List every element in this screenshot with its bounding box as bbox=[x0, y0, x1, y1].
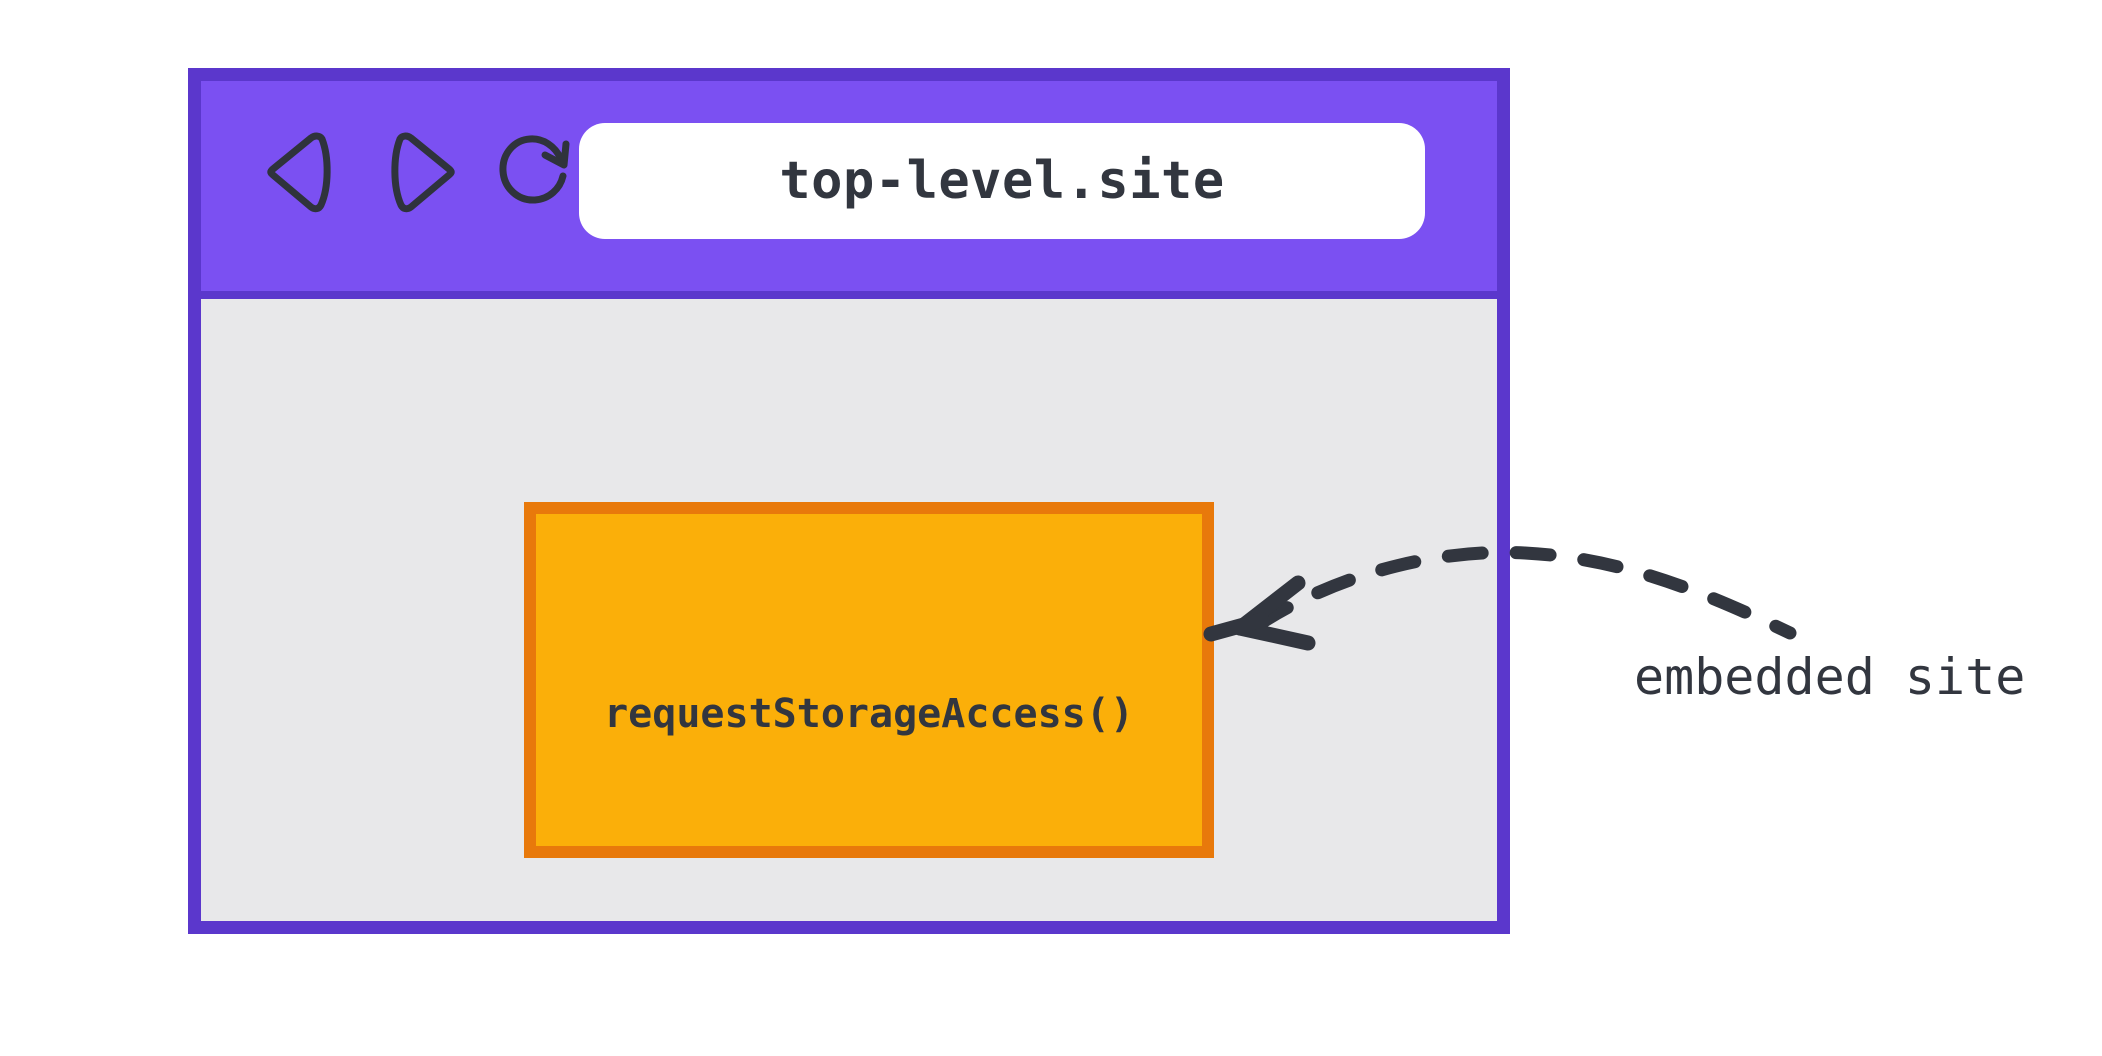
address-bar[interactable]: top-level.site bbox=[579, 123, 1425, 239]
back-arrow-icon[interactable] bbox=[259, 129, 345, 215]
address-bar-value: top-level.site bbox=[779, 151, 1225, 211]
reload-icon[interactable] bbox=[495, 129, 581, 215]
browser-window: top-level.site requestStorageAccess() bbox=[188, 68, 1510, 934]
browser-nav-controls bbox=[259, 129, 581, 215]
page-viewport: requestStorageAccess() bbox=[201, 299, 1497, 921]
forward-arrow-icon[interactable] bbox=[377, 129, 463, 215]
embedded-site-callout-label: embedded site bbox=[1634, 648, 2026, 706]
embedded-site-frame[interactable]: requestStorageAccess() bbox=[524, 502, 1214, 858]
request-storage-access-label: requestStorageAccess() bbox=[604, 691, 1134, 737]
browser-chrome-bar: top-level.site bbox=[201, 81, 1497, 299]
